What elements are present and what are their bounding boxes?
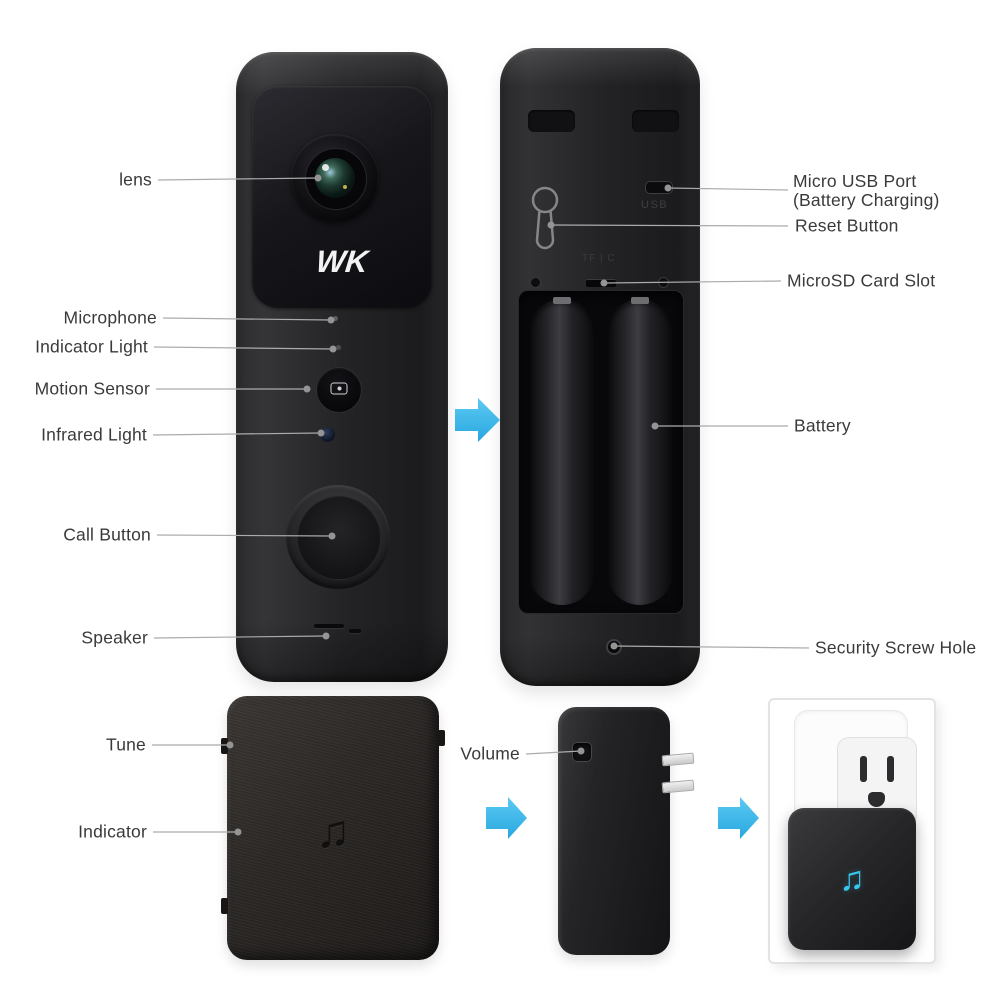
label-battery: Battery [794,415,851,436]
tune-tab [221,738,228,754]
brand-logo: WK [314,244,370,279]
arrow-side-to-outlet [718,797,759,839]
motion-sensor-icon [330,382,348,395]
outlet-slot [887,756,894,782]
battery-contact [631,297,649,304]
side-tab [221,898,228,914]
battery-compartment [518,290,684,614]
lens-glass [315,158,355,198]
outlet-ground-hole [868,792,885,807]
label-infrared-light: Infrared Light [41,424,147,445]
label-micro-usb-line2: (Battery Charging) [793,190,940,210]
label-indicator: Indicator [78,821,147,842]
sd-marking: TF | C [582,253,616,264]
doorbell-back-view: USB TF | C [500,48,700,686]
label-micro-usb-port: Micro USB Port (Battery Charging) [793,172,940,210]
music-note-indicator: ♫ [315,805,351,857]
arrow-chime-to-side [486,797,527,839]
lens-glint [322,164,329,171]
arrow-front-to-back [455,398,500,442]
side-tab [438,730,445,746]
doorbell-front-view: WK [236,52,448,682]
music-note-indicator: ♫ [839,860,865,898]
battery-cell [529,297,595,605]
label-motion-sensor: Motion Sensor [34,378,150,399]
motion-sensor [316,367,362,413]
mounting-tab [528,110,575,132]
label-speaker: Speaker [81,627,148,648]
label-micro-usb-line1: Micro USB Port [793,171,917,191]
battery-contact [553,297,571,304]
plug-prong [661,752,695,767]
microsd-card-slot [586,279,616,287]
infrared-light [320,427,335,442]
label-indicator-light: Indicator Light [35,336,148,357]
lens-ring [305,148,367,210]
label-microphone: Microphone [63,307,157,328]
label-lens: lens [119,169,152,190]
chime-side-view [558,707,695,955]
plug-prong [661,779,695,794]
security-screw-hole [606,639,622,655]
speaker-slot [314,624,344,628]
volume-button [572,742,592,762]
micro-usb-port [645,181,673,194]
indicator-light-dot [336,345,341,350]
label-tune: Tune [105,734,146,755]
outlet-slot [860,756,867,782]
microphone-hole [333,316,338,321]
label-call-button: Call Button [63,524,151,545]
call-button-face [297,496,381,580]
battery-cell [607,297,673,605]
camera-lens [291,134,379,222]
screw [658,277,669,288]
call-button [286,485,390,589]
screw [530,277,541,288]
label-security-screw-hole: Security Screw Hole [815,637,977,658]
chime-front-view: ♫ [221,696,445,960]
usb-marking: USB [641,199,669,211]
label-microsd-card-slot: MicroSD Card Slot [787,270,936,291]
label-volume: Volume [460,743,520,764]
wall-outlet: ♫ [768,698,936,964]
speaker-slot [349,629,361,633]
label-reset-button: Reset Button [795,215,899,236]
mounting-tab [632,110,679,132]
chime-plugged-in: ♫ [788,808,916,950]
reset-button-keyhole [531,186,559,250]
lens-glint [343,185,347,189]
